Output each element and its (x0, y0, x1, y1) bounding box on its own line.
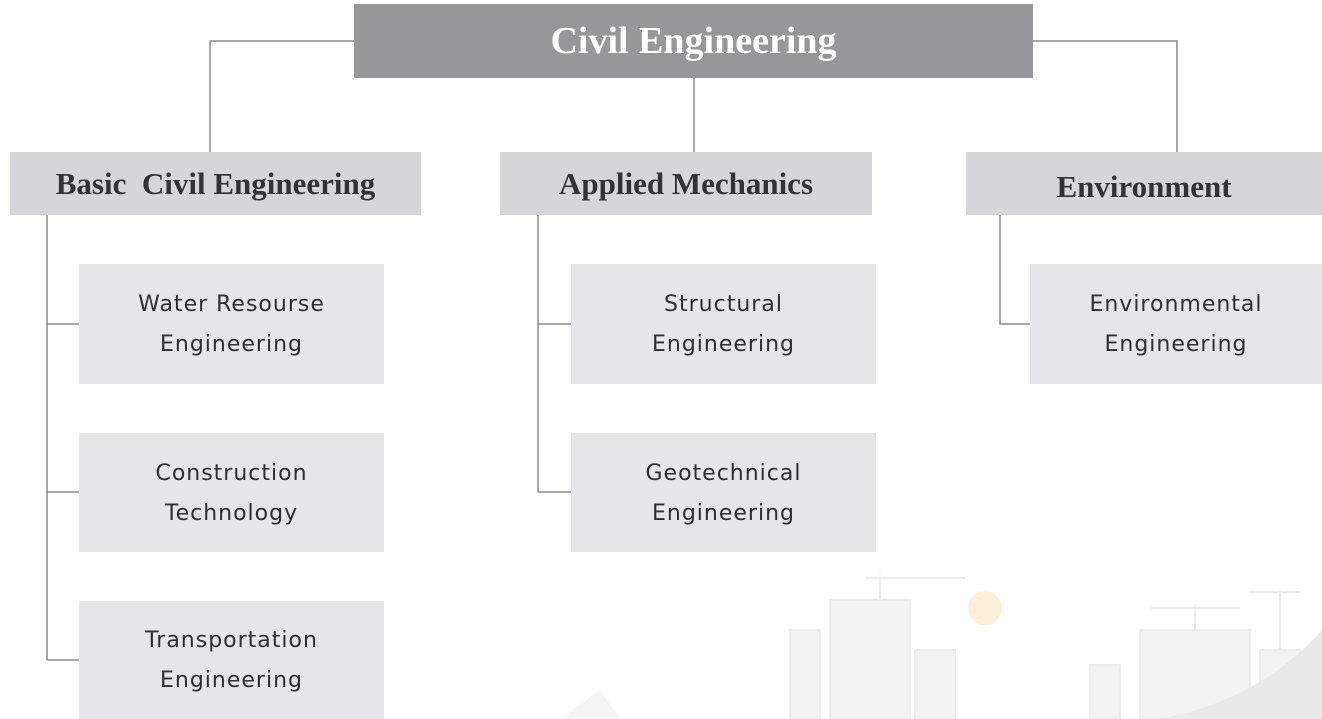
root-node-civil-engineering: Civil Engineering (354, 4, 1033, 78)
subcategory-line1: Transportation (145, 628, 318, 653)
connector-root-basic (209, 40, 354, 152)
subcategory-line1: Structural (664, 292, 783, 317)
category-node-basic-civil-engineering: Basic Civil Engineering (10, 152, 421, 215)
subcategory-line1: Geotechnical (645, 460, 802, 486)
subcategory-line1: Water Resourse (138, 292, 325, 317)
subcategory-node-transportation-engineering: Transportation Engineering (79, 601, 384, 719)
subcategory-line2: Engineering (652, 332, 795, 357)
category-label-basic-civil-engineering: Basic Civil Engineering (55, 165, 376, 201)
subcategory-node-water-resourse-engineering: Water Resourse Engineering (79, 264, 384, 384)
subcategory-line2: Technology (164, 500, 299, 526)
root-title: Civil Engineering (550, 20, 837, 62)
category-node-applied-mechanics: Applied Mechanics (500, 152, 872, 215)
subcategory-node-environmental-engineering: Environmental Engineering (1030, 264, 1322, 384)
subcategory-line2: Engineering (1104, 332, 1248, 357)
subcategory-line2: Engineering (652, 500, 795, 526)
subcategory-line2: Engineering (159, 668, 303, 693)
subcategory-line1: Environmental (1089, 292, 1263, 317)
subcategory-node-construction-technology: Construction Technology (79, 433, 384, 552)
category-node-environment: Environment (966, 152, 1322, 215)
subcategory-line2: Engineering (160, 332, 303, 357)
subcategory-node-structural-engineering: Structural Engineering (571, 264, 876, 384)
category-label-applied-mechanics: Applied Mechanics (558, 165, 814, 201)
subcategory-line1: Construction (155, 460, 308, 486)
connector-root-environment (1033, 40, 1178, 152)
subcategory-node-geotechnical-engineering: Geotechnical Engineering (571, 433, 876, 552)
connector-environment-environmental (999, 215, 1030, 325)
category-label-environment: Environment (1056, 168, 1232, 204)
